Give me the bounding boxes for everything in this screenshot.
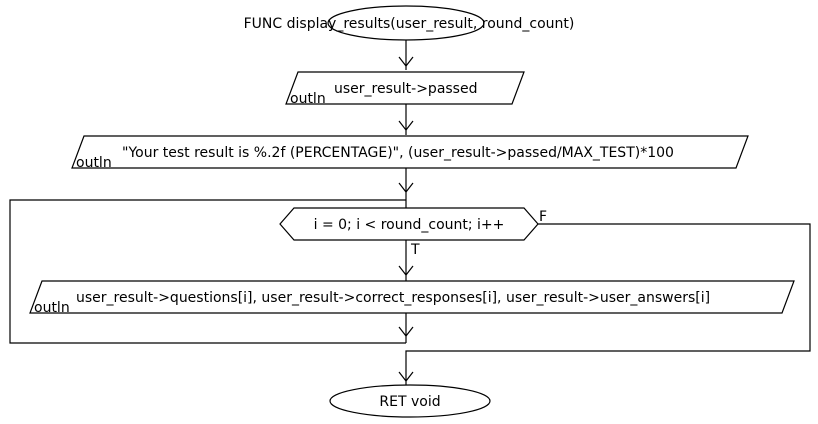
output-text: user_result->passed — [334, 81, 477, 97]
false-branch-connector — [405, 223, 811, 388]
output-node-percentage[interactable]: outln "Your test result is %.2f (PERCENT… — [71, 135, 749, 171]
output-parallelogram-shape — [29, 280, 795, 314]
true-branch-label: T — [410, 242, 420, 258]
output-text: "Your test result is %.2f (PERCENTAGE)",… — [122, 145, 674, 161]
arrow-head-icon — [398, 56, 414, 67]
false-branch-label: F — [539, 209, 547, 225]
output-parallelogram-shape — [71, 135, 749, 169]
loop-node[interactable]: i = 0; i < round_count; i++ — [279, 207, 539, 241]
loop-condition: i = 0; i < round_count; i++ — [314, 217, 505, 233]
arrow-head-icon — [398, 182, 414, 193]
output-tag: outln — [76, 155, 112, 171]
start-label: FUNC display_results(user_result, round_… — [244, 16, 575, 32]
output-node-passed[interactable]: outln user_result->passed — [285, 71, 525, 107]
arrow-head-icon — [398, 326, 414, 337]
loop-hexagon-shape — [279, 207, 539, 241]
output-node-answers[interactable]: outln user_result->questions[i], user_re… — [29, 280, 795, 316]
arrow-head-icon — [398, 371, 414, 382]
end-terminator-shape — [329, 384, 491, 418]
arrow-head-icon — [398, 120, 414, 131]
output-tag: outln — [34, 300, 70, 316]
output-text: user_result->questions[i], user_result->… — [76, 290, 710, 306]
arrow-head-icon — [398, 265, 414, 276]
start-node[interactable]: FUNC display_results(user_result, round_… — [244, 5, 575, 41]
loop-back-connector — [9, 199, 406, 344]
end-label: RET void — [379, 394, 440, 410]
output-parallelogram-shape — [285, 71, 525, 105]
end-node[interactable]: RET void — [329, 384, 491, 418]
output-tag: outln — [290, 91, 326, 107]
